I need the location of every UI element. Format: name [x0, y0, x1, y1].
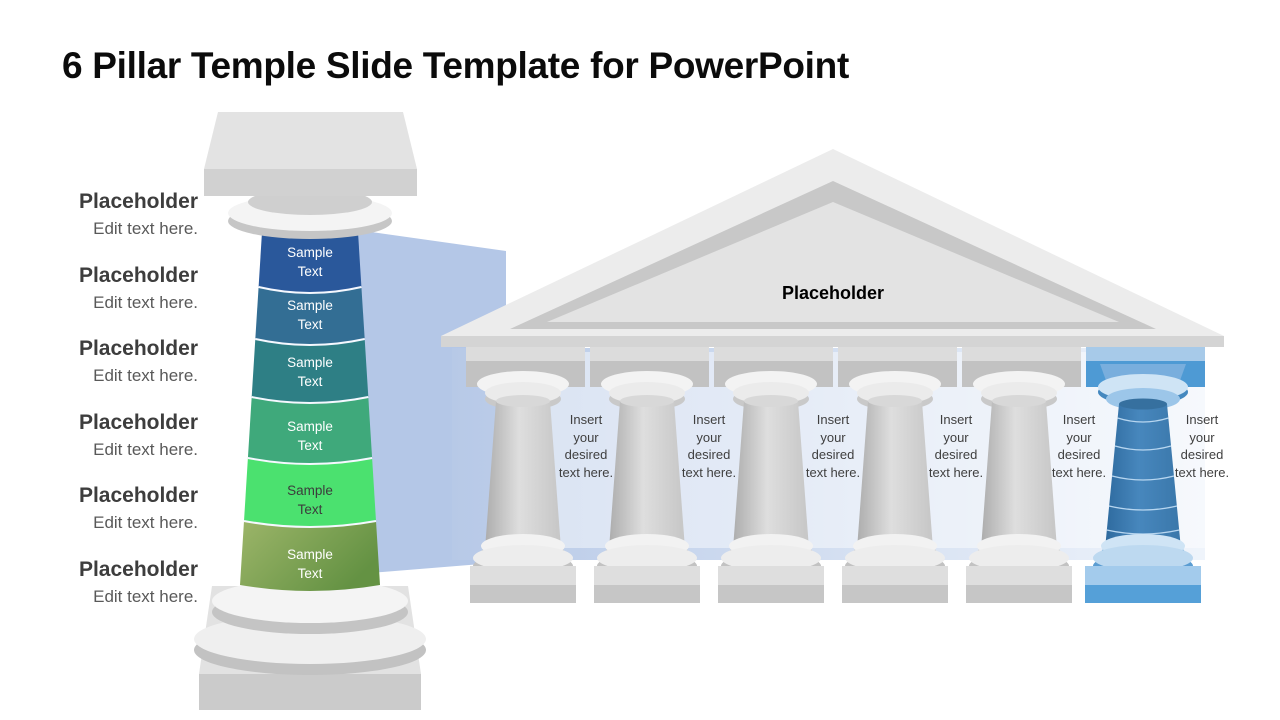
pillar-segment-label-3[interactable]: Sample Text	[287, 355, 333, 389]
pediment	[441, 149, 1224, 347]
pillar-segment-3	[251, 339, 369, 403]
left-item-5[interactable]: Placeholder Edit text here.	[2, 483, 198, 534]
pillar-segment-6	[240, 521, 380, 591]
placeholder-heading: Placeholder	[78, 411, 198, 434]
stacked-pillar	[194, 112, 426, 710]
pillar-segment-5	[244, 458, 376, 527]
pillar-segment-label-4[interactable]: Sample Text	[287, 419, 333, 453]
placeholder-heading: Placeholder	[78, 558, 198, 581]
column-note-4[interactable]: Insert your desired text here.	[928, 412, 984, 480]
slide-title[interactable]: 6 Pillar Temple Slide Template for Power…	[62, 45, 849, 86]
placeholder-heading: Placeholder	[78, 264, 198, 287]
column-note-3[interactable]: Insert your desired text here.	[805, 412, 861, 480]
column-note-1[interactable]: Insert your desired text here.	[558, 412, 614, 480]
left-item-6[interactable]: Placeholder Edit text here.	[2, 557, 198, 608]
left-item-2[interactable]: Placeholder Edit text here.	[2, 263, 198, 314]
pillar-segment-label-5[interactable]: Sample Text	[287, 483, 333, 517]
left-item-4[interactable]: Placeholder Edit text here.	[2, 410, 198, 461]
placeholder-heading: Placeholder	[78, 484, 198, 507]
placeholder-heading: Placeholder	[78, 190, 198, 213]
column-note-6[interactable]: Insert your desired text here.	[1174, 412, 1230, 480]
pediment-placeholder-label[interactable]: Placeholder	[781, 283, 885, 303]
placeholder-body: Edit text here.	[93, 366, 198, 385]
pillar-segment-label-2[interactable]: Sample Text	[287, 298, 333, 332]
placeholder-body: Edit text here.	[93, 587, 198, 606]
placeholder-body: Edit text here.	[93, 219, 198, 238]
pillar-segment-4	[247, 397, 373, 464]
placeholder-body: Edit text here.	[93, 513, 198, 532]
pillar-segment-2	[255, 287, 365, 345]
temple-column-6-highlighted	[1085, 364, 1201, 603]
text-panels	[542, 352, 1246, 548]
pillar-segment-label-6[interactable]: Sample Text	[287, 547, 333, 581]
placeholder-heading: Placeholder	[78, 337, 198, 360]
pillar-segment-1	[258, 232, 362, 293]
placeholder-body: Edit text here.	[93, 440, 198, 459]
placeholder-body: Edit text here.	[93, 293, 198, 312]
left-item-1[interactable]: Placeholder Edit text here.	[2, 189, 198, 240]
pillar-segment-label-1[interactable]: Sample Text	[287, 245, 333, 279]
column-note-5[interactable]: Insert your desired text here.	[1051, 412, 1107, 480]
left-item-3[interactable]: Placeholder Edit text here.	[2, 336, 198, 387]
column-note-2[interactable]: Insert your desired text here.	[681, 412, 737, 480]
